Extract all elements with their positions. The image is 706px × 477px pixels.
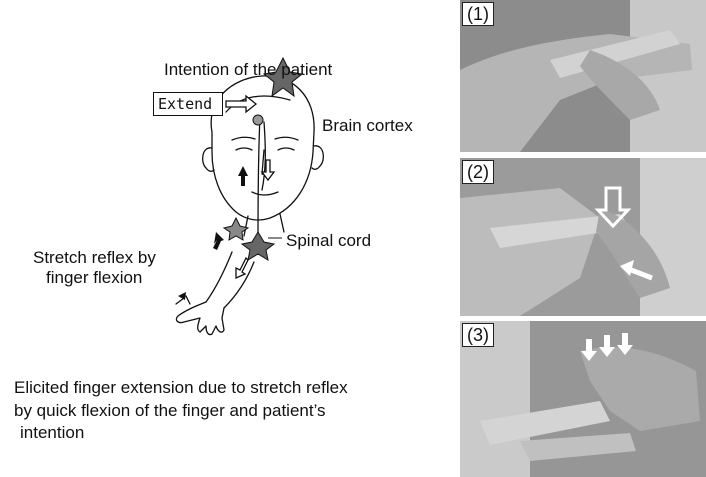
photo-2-image: [460, 158, 706, 316]
up-arrow-face: [238, 166, 248, 186]
extend-label-box: Extend: [153, 92, 223, 116]
interneuron: [224, 218, 248, 240]
panel-2-label: (2): [462, 160, 494, 184]
panel-1-label: (1): [462, 2, 494, 26]
photo-panel-1: (1): [460, 0, 706, 152]
caption-line1: Elicited finger extension due to stretch…: [14, 378, 348, 398]
photo-panel-2: (2): [460, 158, 706, 316]
photo-1-image: [460, 0, 706, 152]
spinal-cord-label: Spinal cord: [286, 231, 371, 251]
stretch-reflex-label-line1: Stretch reflex by: [33, 248, 156, 268]
brain-cortex-label: Brain cortex: [322, 116, 413, 136]
panel-3-label: (3): [462, 323, 494, 347]
stretch-reflex-label-line2: finger flexion: [46, 268, 142, 288]
caption-line2: by quick flexion of the finger and patie…: [14, 401, 326, 421]
intention-label: Intention of the patient: [164, 60, 332, 80]
extend-arrow: [226, 96, 256, 112]
up-arrow-arm: [213, 232, 224, 250]
cortex-neuron-small: [253, 115, 263, 125]
descending-tract: [258, 116, 260, 240]
extend-label: Extend: [158, 95, 212, 113]
photo-panel-3: (3): [460, 321, 706, 477]
spinal-neuron: [242, 232, 274, 260]
hand-outline: [176, 302, 224, 335]
head-outline: [211, 76, 314, 220]
arm-down-arrow: [236, 258, 248, 278]
caption-line3: intention: [20, 423, 84, 443]
photo-3-image: [460, 321, 706, 477]
